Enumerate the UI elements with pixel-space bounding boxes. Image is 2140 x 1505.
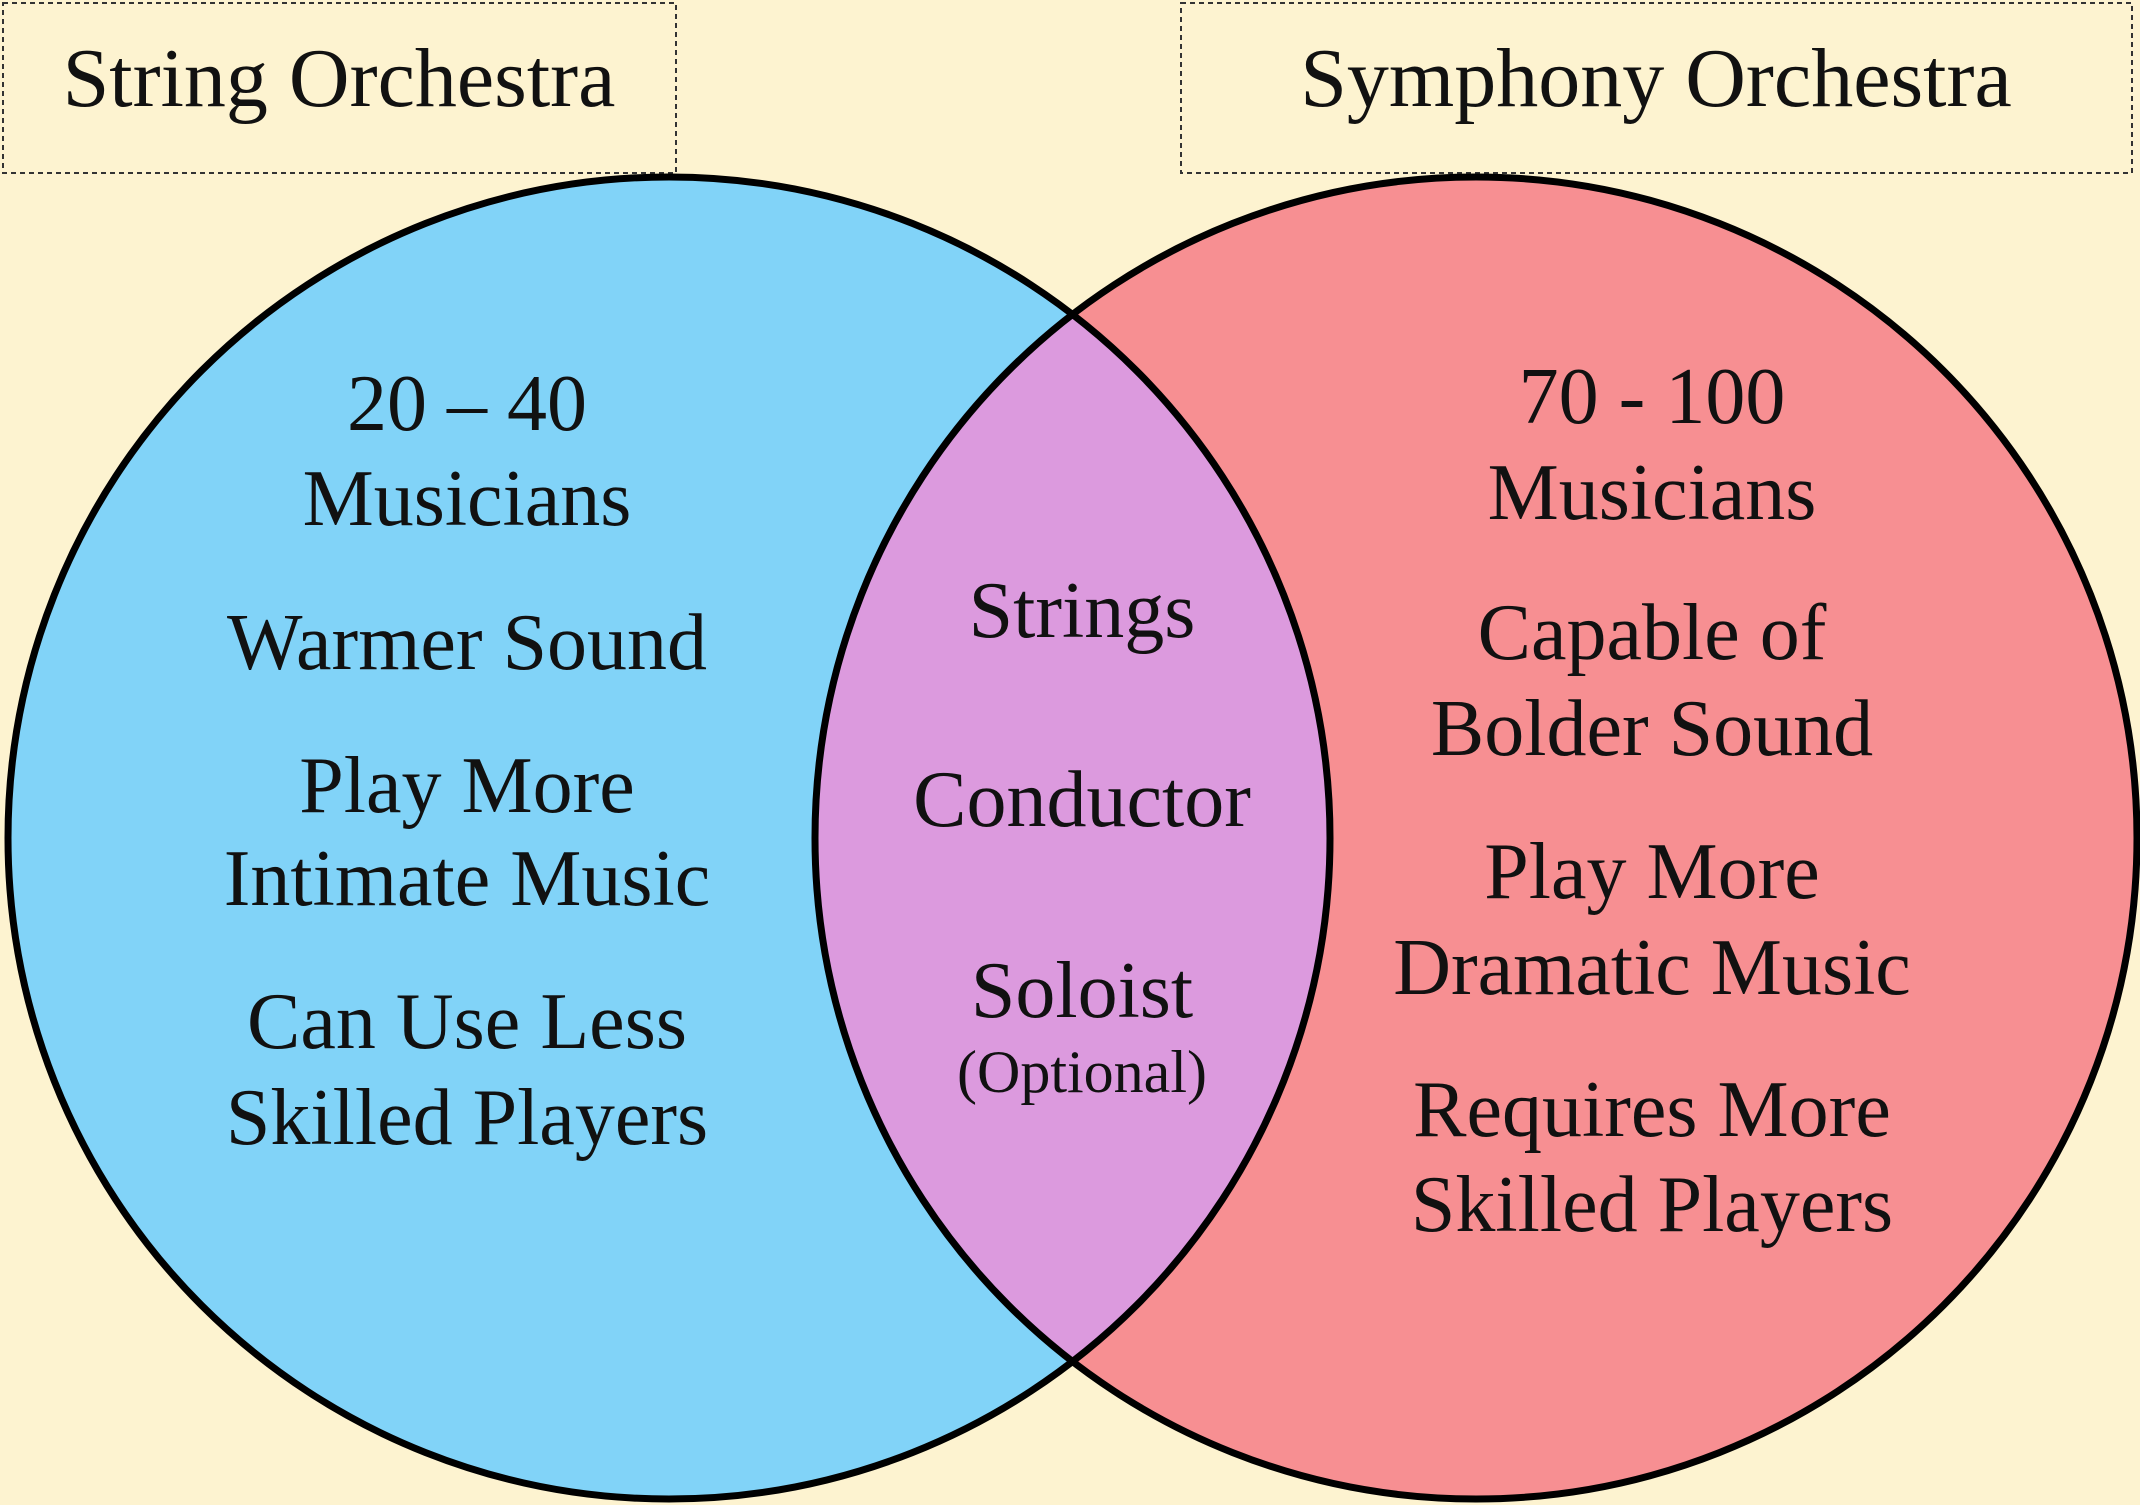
left-line: Can Use Less — [247, 978, 687, 1066]
right-line: 70 - 100 — [1519, 353, 1786, 441]
overlap-line: (Optional) — [957, 1039, 1207, 1105]
left-line: Musicians — [303, 455, 632, 543]
right-line: Capable of — [1478, 589, 1827, 677]
right-title: Symphony Orchestra — [1300, 32, 2012, 125]
left-title: String Orchestra — [63, 32, 616, 125]
overlap-line: Strings — [969, 567, 1196, 655]
left-line: Skilled Players — [226, 1074, 708, 1162]
right-line: Dramatic Music — [1393, 924, 1911, 1012]
overlap-text: Strings Conductor Soloist (Optional) — [913, 567, 1251, 1105]
right-line: Bolder Sound — [1431, 685, 1873, 773]
left-line: 20 – 40 — [347, 360, 587, 448]
left-text: 20 – 40 Musicians Warmer Sound Play More… — [224, 360, 711, 1162]
right-line: Skilled Players — [1411, 1161, 1893, 1249]
right-line: Requires More — [1413, 1066, 1891, 1154]
right-circle-outline — [811, 173, 2140, 1503]
left-circle-outline — [4, 173, 1334, 1503]
left-line: Warmer Sound — [227, 599, 707, 687]
left-line: Intimate Music — [224, 835, 711, 923]
overlap-line: Conductor — [913, 756, 1251, 844]
right-text: 70 - 100 Musicians Capable of Bolder Sou… — [1393, 353, 1911, 1249]
left-line: Play More — [299, 742, 635, 830]
right-line: Play More — [1484, 828, 1820, 916]
left-title-box — [2, 2, 677, 174]
right-line: Musicians — [1488, 449, 1817, 537]
right-title-box — [1180, 2, 2133, 174]
overlap-line: Soloist — [971, 947, 1193, 1035]
overlap-region — [815, 177, 1330, 1499]
